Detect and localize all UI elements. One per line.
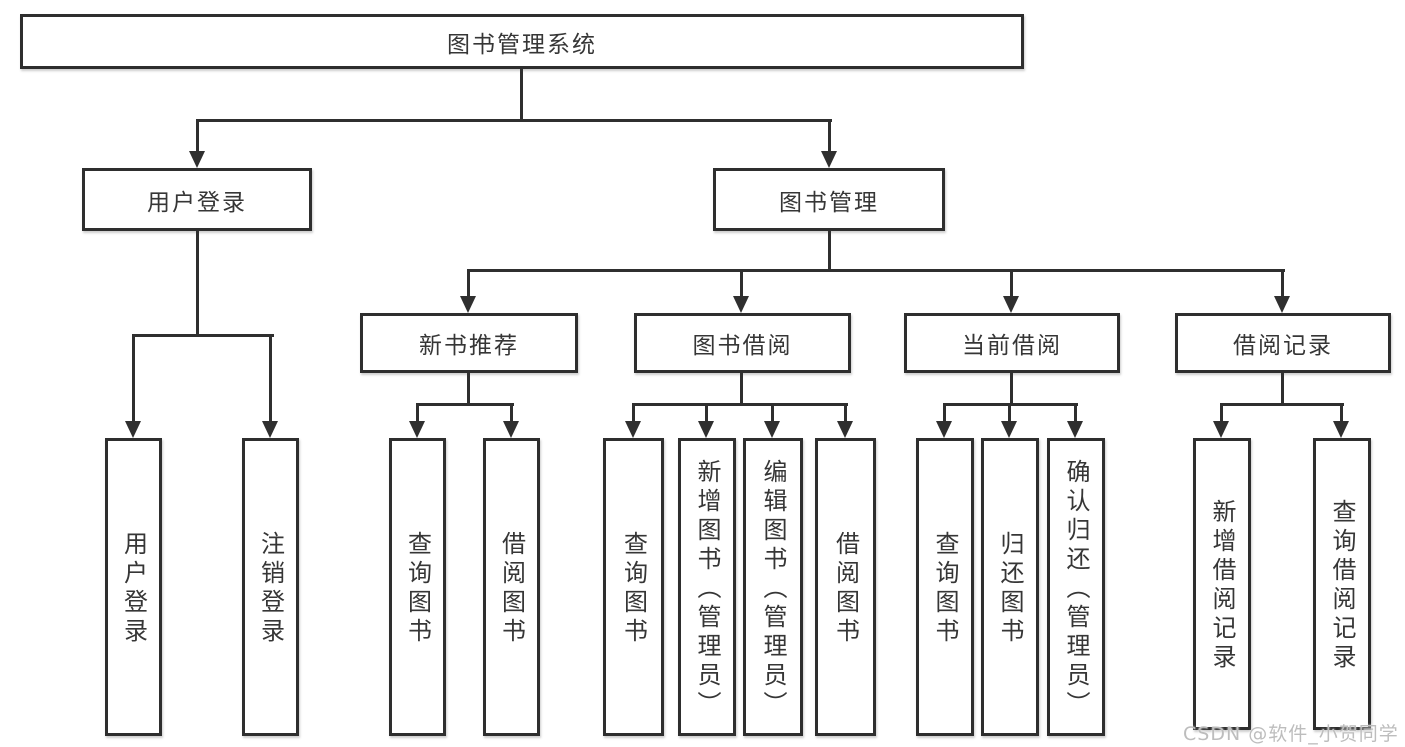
node-current-borrow: 当前借阅 [904,313,1120,373]
connector-to-rec-query [416,403,419,424]
arrow-down-icon [503,421,519,438]
arrow-down-icon [733,296,749,313]
connector-to-leaf-user-login [132,334,135,421]
connector-records-split [1220,403,1344,406]
connector-book-management-down [828,231,831,272]
connector-recommend-down [467,373,470,406]
connector-to-new-book-recommend [467,269,470,299]
arrow-down-icon [764,421,780,438]
connector-recommend-split [416,403,514,406]
connector-to-bb-edit [771,403,774,424]
leaf-borrow-borrow-book: 借阅图书 [815,438,876,736]
connector-to-bb-add [705,403,708,424]
node-book-borrow: 图书借阅 [634,313,851,373]
connector-user-login-split [133,334,274,337]
leaf-borrow-edit-book-admin: 编辑图书（管理员） [743,438,803,736]
arrow-down-icon [1333,421,1349,438]
leaf-current-confirm-return-admin: 确认归还（管理员） [1047,438,1105,736]
leaf-recommend-query-book: 查询图书 [389,438,446,736]
connector-root-split [196,119,832,122]
connector-to-book-management [828,119,831,154]
connector-to-cb-confirm [1074,403,1077,424]
connector-to-bb-query [632,403,635,424]
node-new-book-recommend: 新书推荐 [360,313,578,373]
connector-root-down [520,69,523,122]
arrow-down-icon [125,421,141,438]
connector-to-br-query [1340,403,1343,424]
connector-to-cb-query [943,403,946,424]
arrow-down-icon [1274,296,1290,313]
connector-to-br-add [1220,403,1223,424]
arrow-down-icon [262,421,278,438]
connector-to-bb-borrow [844,403,847,424]
arrow-down-icon [936,421,952,438]
connector-user-login-down [196,231,199,337]
arrow-down-icon [1001,421,1017,438]
connector-book-management-split [467,269,1285,272]
arrow-down-icon [1003,296,1019,313]
connector-to-cb-return [1008,403,1011,424]
arrow-down-icon [1213,421,1229,438]
leaf-recommend-borrow-book: 借阅图书 [483,438,540,736]
node-book-management: 图书管理 [713,168,945,231]
leaf-borrow-query-book: 查询图书 [603,438,664,736]
arrow-down-icon [625,421,641,438]
connector-book-borrow-split [632,403,848,406]
connector-records-down [1281,373,1284,406]
connector-to-leaf-logout [269,334,272,421]
arrow-down-icon [460,296,476,313]
connector-book-borrow-down [740,373,743,406]
node-root-library-system: 图书管理系统 [20,14,1024,69]
leaf-borrow-add-book-admin: 新增图书（管理员） [678,438,736,736]
connector-to-borrow-records [1281,269,1284,299]
connector-current-borrow-down [1010,373,1013,406]
leaf-logout: 注销登录 [242,438,299,736]
connector-to-user-login [196,119,199,154]
arrow-down-icon [189,151,205,168]
connector-to-current-borrow [1010,269,1013,299]
arrow-down-icon [837,421,853,438]
arrow-down-icon [698,421,714,438]
connector-to-rec-borrow [510,403,513,424]
node-user-login: 用户登录 [82,168,312,231]
node-borrow-records: 借阅记录 [1175,313,1391,373]
leaf-records-add-record: 新增借阅记录 [1193,438,1251,730]
leaf-current-return-book: 归还图书 [981,438,1039,736]
arrow-down-icon [1067,421,1083,438]
leaf-records-query-record: 查询借阅记录 [1313,438,1371,730]
leaf-user-login: 用户登录 [105,438,162,736]
arrow-down-icon [821,151,837,168]
csdn-watermark: CSDN @软件_小贺同学 [1183,723,1399,745]
connector-to-book-borrow [740,269,743,299]
arrow-down-icon [409,421,425,438]
leaf-current-query-book: 查询图书 [916,438,974,736]
